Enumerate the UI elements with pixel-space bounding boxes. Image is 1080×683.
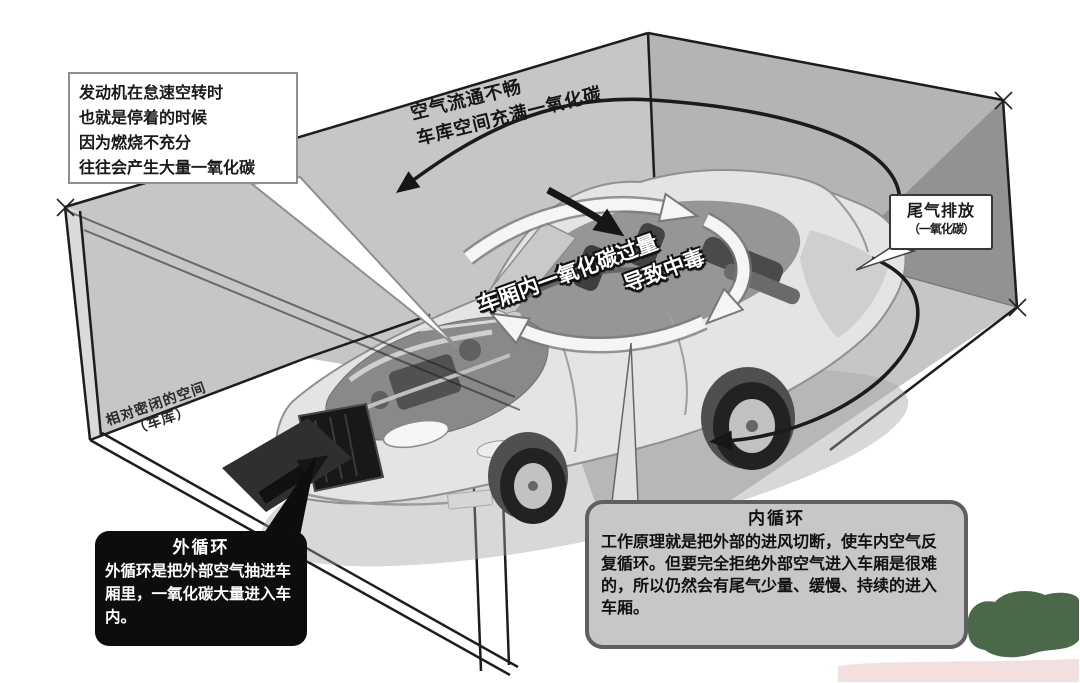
car-headlight (382, 419, 450, 449)
engine-note-line: 往往会产生大量一氧化碳 (79, 158, 256, 177)
car-dashboard (518, 267, 641, 303)
car-front-wheel (488, 432, 568, 524)
car-windshield (478, 221, 578, 317)
garage-left-post (65, 207, 101, 440)
car-cpillar-line (829, 191, 869, 253)
exhaust-title: 尾气排放 (906, 201, 975, 220)
outer-circulation-callout: 外循环 外循环是把外部空气抽进车厢里，一氧化碳大量进入车内。 (95, 531, 307, 646)
intake-arrow-group (222, 418, 352, 536)
watermark-green-blob (967, 590, 1079, 658)
car-trunk (800, 230, 888, 338)
exhaust-subtitle: （一氧化碳） (907, 222, 975, 236)
inner-circulation-callout: 内循环 工作原理就是把外部的进风切断，使车内空气反复循环。但要完全拒绝外部空气进… (585, 500, 968, 649)
garage-opening-frame (64, 209, 521, 411)
cabin-circulation-arrows (462, 186, 753, 354)
inner-circulation-body: 工作原理就是把外部的进风切断，使车内空气反复循环。但要完全拒绝外部空气进入车厢是… (601, 532, 938, 617)
inner-circulation-title: 内循环 (748, 509, 805, 529)
outer-circulation-title: 外循环 (172, 538, 230, 558)
corner-ticks (56, 91, 1027, 317)
garage-circulation-arrow (395, 97, 902, 240)
outer-loop-callout-tail (262, 456, 316, 536)
engine-note-box: 发动机在怠速空转时 也就是停着的时候 因为燃烧不充分 往往会产生大量一氧化碳 (68, 72, 298, 184)
car-door-lines (559, 311, 688, 453)
engine-note-line: 也就是停着的时候 (79, 108, 208, 127)
outer-circulation-body: 外循环是把外部空气抽进车厢里，一氧化碳大量进入车内。 (105, 562, 292, 626)
engine-note-line: 发动机在怠速空转时 (79, 83, 224, 102)
engine-note-line: 因为燃烧不充分 (79, 133, 192, 152)
watermark-blobs (838, 590, 1079, 682)
exhaust-flow-arrow (709, 256, 920, 451)
cabin-entry-arrow (546, 186, 625, 237)
car-engine-bay (325, 316, 549, 441)
watermark-pink-strip (838, 659, 1079, 682)
car-license-plate (447, 489, 494, 510)
exhaust-emission-box: 尾气排放 （一氧化碳） (889, 194, 993, 250)
